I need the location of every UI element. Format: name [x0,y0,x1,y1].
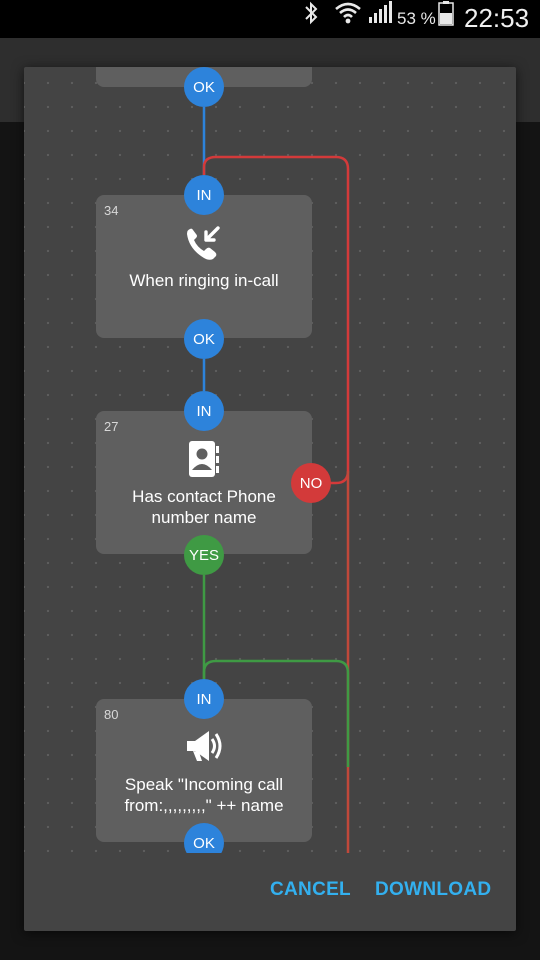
node-id: 27 [104,419,119,434]
flow-node-80[interactable]: 80 Speak "Incoming call from:,,,,,,,,," … [96,699,312,842]
incoming-call-icon [187,226,220,260]
port-in[interactable]: IN [184,391,224,431]
flow-connections [202,107,350,853]
node-title-line2: from:,,,,,,,,," ++ name [124,796,284,815]
dialog-actions: CANCEL DOWNLOAD [24,853,516,931]
cancel-button[interactable]: CANCEL [270,879,351,900]
node-id: 34 [104,203,119,218]
node-title-line2: number name [151,508,257,527]
flow-canvas[interactable]: OK 34 When ringing in-call IN OK 27 Has … [24,67,516,853]
port-ok[interactable]: OK [184,823,224,853]
port-ok[interactable]: OK [184,67,224,107]
battery-icon [438,1,454,26]
port-in[interactable]: IN [184,679,224,719]
port-no[interactable]: NO [291,463,331,503]
node-id: 80 [104,707,119,722]
flow-preview-dialog: OK 34 When ringing in-call IN OK 27 Has … [24,67,516,931]
wifi-icon [335,2,361,24]
battery-percent: 53 % [397,9,436,28]
link-yes-branch [202,659,350,767]
status-bar: 53 % 22:53 [0,0,540,38]
link-no [202,155,350,485]
bluetooth-icon [305,1,318,25]
node-title: When ringing in-call [129,271,279,290]
flow-node-27[interactable]: 27 Has contact Phone number name [96,411,312,554]
download-button[interactable]: DOWNLOAD [375,879,492,900]
port-yes[interactable]: YES [184,535,224,575]
clock: 22:53 [464,3,530,33]
node-title-line1: Has contact Phone [132,487,276,506]
node-title-line1: Speak "Incoming call [124,775,284,794]
port-in[interactable]: IN [184,175,224,215]
contact-card-icon [189,441,219,477]
megaphone-icon [187,731,222,761]
flow-node-34[interactable]: 34 When ringing in-call [96,195,312,338]
port-ok[interactable]: OK [184,319,224,359]
signal-icon [369,1,392,23]
